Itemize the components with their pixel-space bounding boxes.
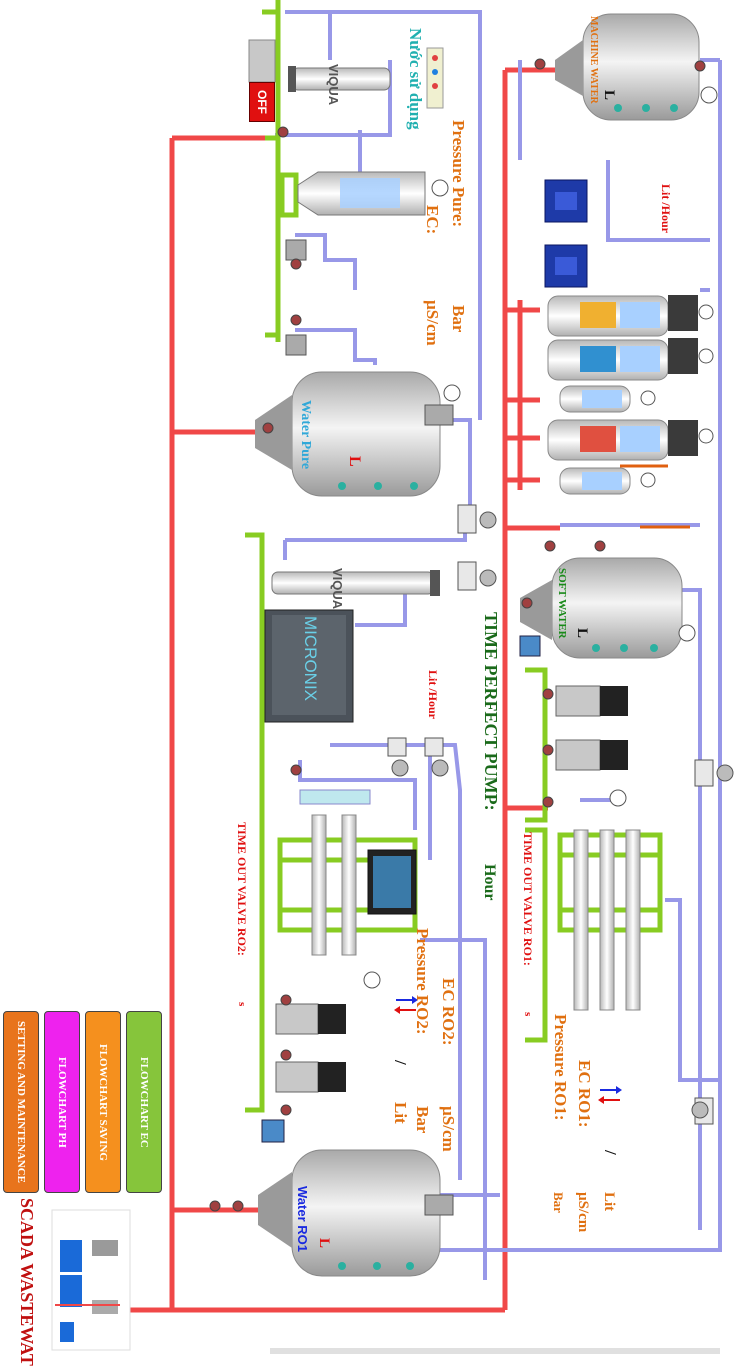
tank-water-ro1 [258, 1149, 441, 1277]
label-water-pure: Water Pure [298, 400, 313, 470]
label-soft-water: SOFT WATER [556, 568, 568, 639]
blue-pumps [544, 179, 588, 288]
label-lit-hour-top: Lit /Hour [659, 184, 673, 234]
sampling-taps [426, 47, 444, 109]
level-machine-water: L [601, 90, 617, 101]
level-water-ro1: L [316, 1238, 332, 1249]
offgrey-box [248, 39, 276, 83]
label-lit-ro1: Lit [601, 1192, 617, 1212]
off-button-label: OFF [255, 90, 269, 114]
pressure-gauges [363, 789, 627, 989]
label-pressure-ro2: Pressure RO2: [413, 928, 432, 1035]
label-s-ro2: s [236, 1002, 248, 1007]
tank-machine-water [555, 13, 718, 121]
label-slash-ro1: / [601, 1150, 620, 1155]
label-uscm-pure: µS/cm [423, 300, 442, 346]
label-pressure-pure: Pressure Pure: [449, 120, 468, 228]
flowchart-ph-button[interactable]: FLOWCHART PH [44, 1011, 80, 1193]
flowchart-saving-label: FLOWCHART SAVING [97, 1043, 109, 1161]
label-ec-ro2: EC RO2: [439, 978, 458, 1046]
direction-arrows-ro1 [598, 1086, 622, 1104]
label-lit-ro2: Lit [391, 1102, 410, 1124]
label-uscm-ro1: µS/cm [575, 1192, 591, 1233]
label-scada-wastewater: SCADA WASTEWAT [17, 1198, 37, 1366]
label-s-ro1: s [522, 1012, 534, 1017]
flowchart-ec-label: FLOWCHART EC [138, 1056, 150, 1148]
flowchart-saving-button[interactable]: FLOWCHART SAVING [85, 1011, 121, 1193]
scada-thumbnail [51, 1209, 131, 1351]
flowchart-ph-label: FLOWCHART PH [56, 1056, 68, 1148]
label-viqua-mid: VIQUA [330, 568, 345, 610]
label-bar-ro1: Bar [551, 1192, 566, 1213]
flow-meters [387, 504, 734, 1125]
pretreatment-filters [547, 295, 714, 495]
booster-pumps [275, 239, 628, 1093]
label-micronix: MICRONIX [301, 616, 320, 701]
ec-sensors [261, 404, 541, 1216]
valves [209, 58, 706, 1212]
main-pipes [120, 67, 560, 1313]
ro1-membranes [573, 829, 641, 1011]
label-time-perfect-pump: TIME PERFECT PUMP: [481, 612, 501, 811]
level-water-pure: L [346, 456, 363, 467]
label-bar-pure: Bar [449, 305, 468, 333]
label-ec-pure: EC: [423, 205, 442, 235]
label-water-ro1: Water RO1 [295, 1186, 310, 1252]
direction-arrows-ro2 [394, 996, 418, 1014]
dosing-pumps [668, 295, 698, 456]
micronix-cabinet [264, 609, 354, 723]
label-viqua-top: VIQUA [326, 64, 341, 106]
label-time-out-valve-ro2: TIME OUT VALVE RO2: [235, 822, 249, 956]
label-ec-ro1: EC RO1: [575, 1060, 594, 1128]
flowchart-ec-button[interactable]: FLOWCHART EC [126, 1011, 162, 1193]
uv-sterilizer-top [288, 66, 391, 92]
label-lit-hour-mid: Lit /Hour [426, 670, 440, 720]
setting-maintenance-button[interactable]: SETTING AND MAINTENANCE [3, 1011, 39, 1193]
ro2-membranes [299, 789, 371, 956]
cartridge-filter-top [297, 171, 449, 216]
label-pressure-ro1: Pressure RO1: [551, 1014, 570, 1121]
label-slash-ro2: / [391, 1060, 410, 1065]
label-uscm-ro2: µS/cm [439, 1106, 458, 1152]
setting-maintenance-label: SETTING AND MAINTENANCE [15, 1021, 27, 1183]
off-button[interactable]: OFF [249, 82, 275, 122]
label-nuoc-su-dung: Nước sử dụng [406, 28, 425, 130]
tank-soft-water [520, 557, 696, 659]
tank-water-pure [255, 371, 461, 497]
uv-sterilizer-mid [271, 570, 440, 596]
label-machine-water: MACHINE WATER [588, 16, 599, 104]
label-bar-ro2: Bar [413, 1106, 432, 1134]
control-panel [367, 849, 417, 915]
horizontal-scrollbar[interactable] [270, 1348, 720, 1354]
level-soft-water: L [574, 628, 590, 639]
label-time-out-valve-ro1: TIME OUT VALVE RO1: [521, 832, 535, 966]
label-hour: Hour [481, 864, 498, 901]
